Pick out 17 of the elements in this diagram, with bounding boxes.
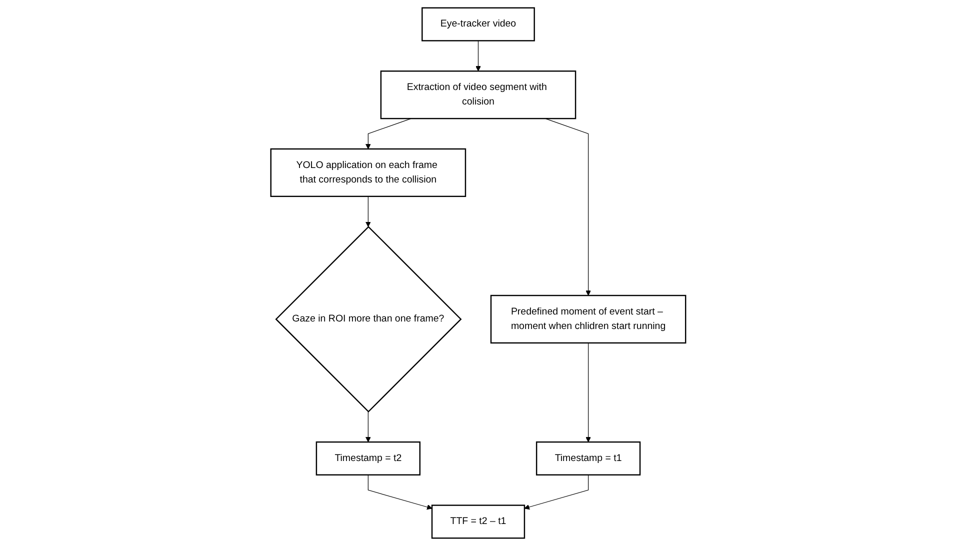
node-box (270, 148, 466, 196)
arrow (365, 410, 371, 442)
arrow (475, 40, 481, 71)
arrow (365, 196, 371, 227)
arrow (368, 474, 432, 510)
node-box (380, 70, 576, 119)
node-box (316, 440, 420, 475)
node-diamond (274, 225, 462, 412)
node-box (490, 294, 686, 344)
arrow (585, 342, 591, 442)
node-box (431, 504, 525, 538)
arrow (365, 118, 412, 149)
node-box (421, 6, 535, 41)
arrow (524, 474, 588, 510)
flowchart: Eye-tracker video Extraction of video segment with colision YOLO application on each frame that corresponds to the collision Gaze in ROI more than one frame? Predefined moment of event start – moment when chlidren start running Timestamp = t2 Timestamp = t1 TTF = t2 – t1 (266, 2, 690, 542)
node-box (536, 440, 640, 475)
arrow (544, 118, 591, 296)
